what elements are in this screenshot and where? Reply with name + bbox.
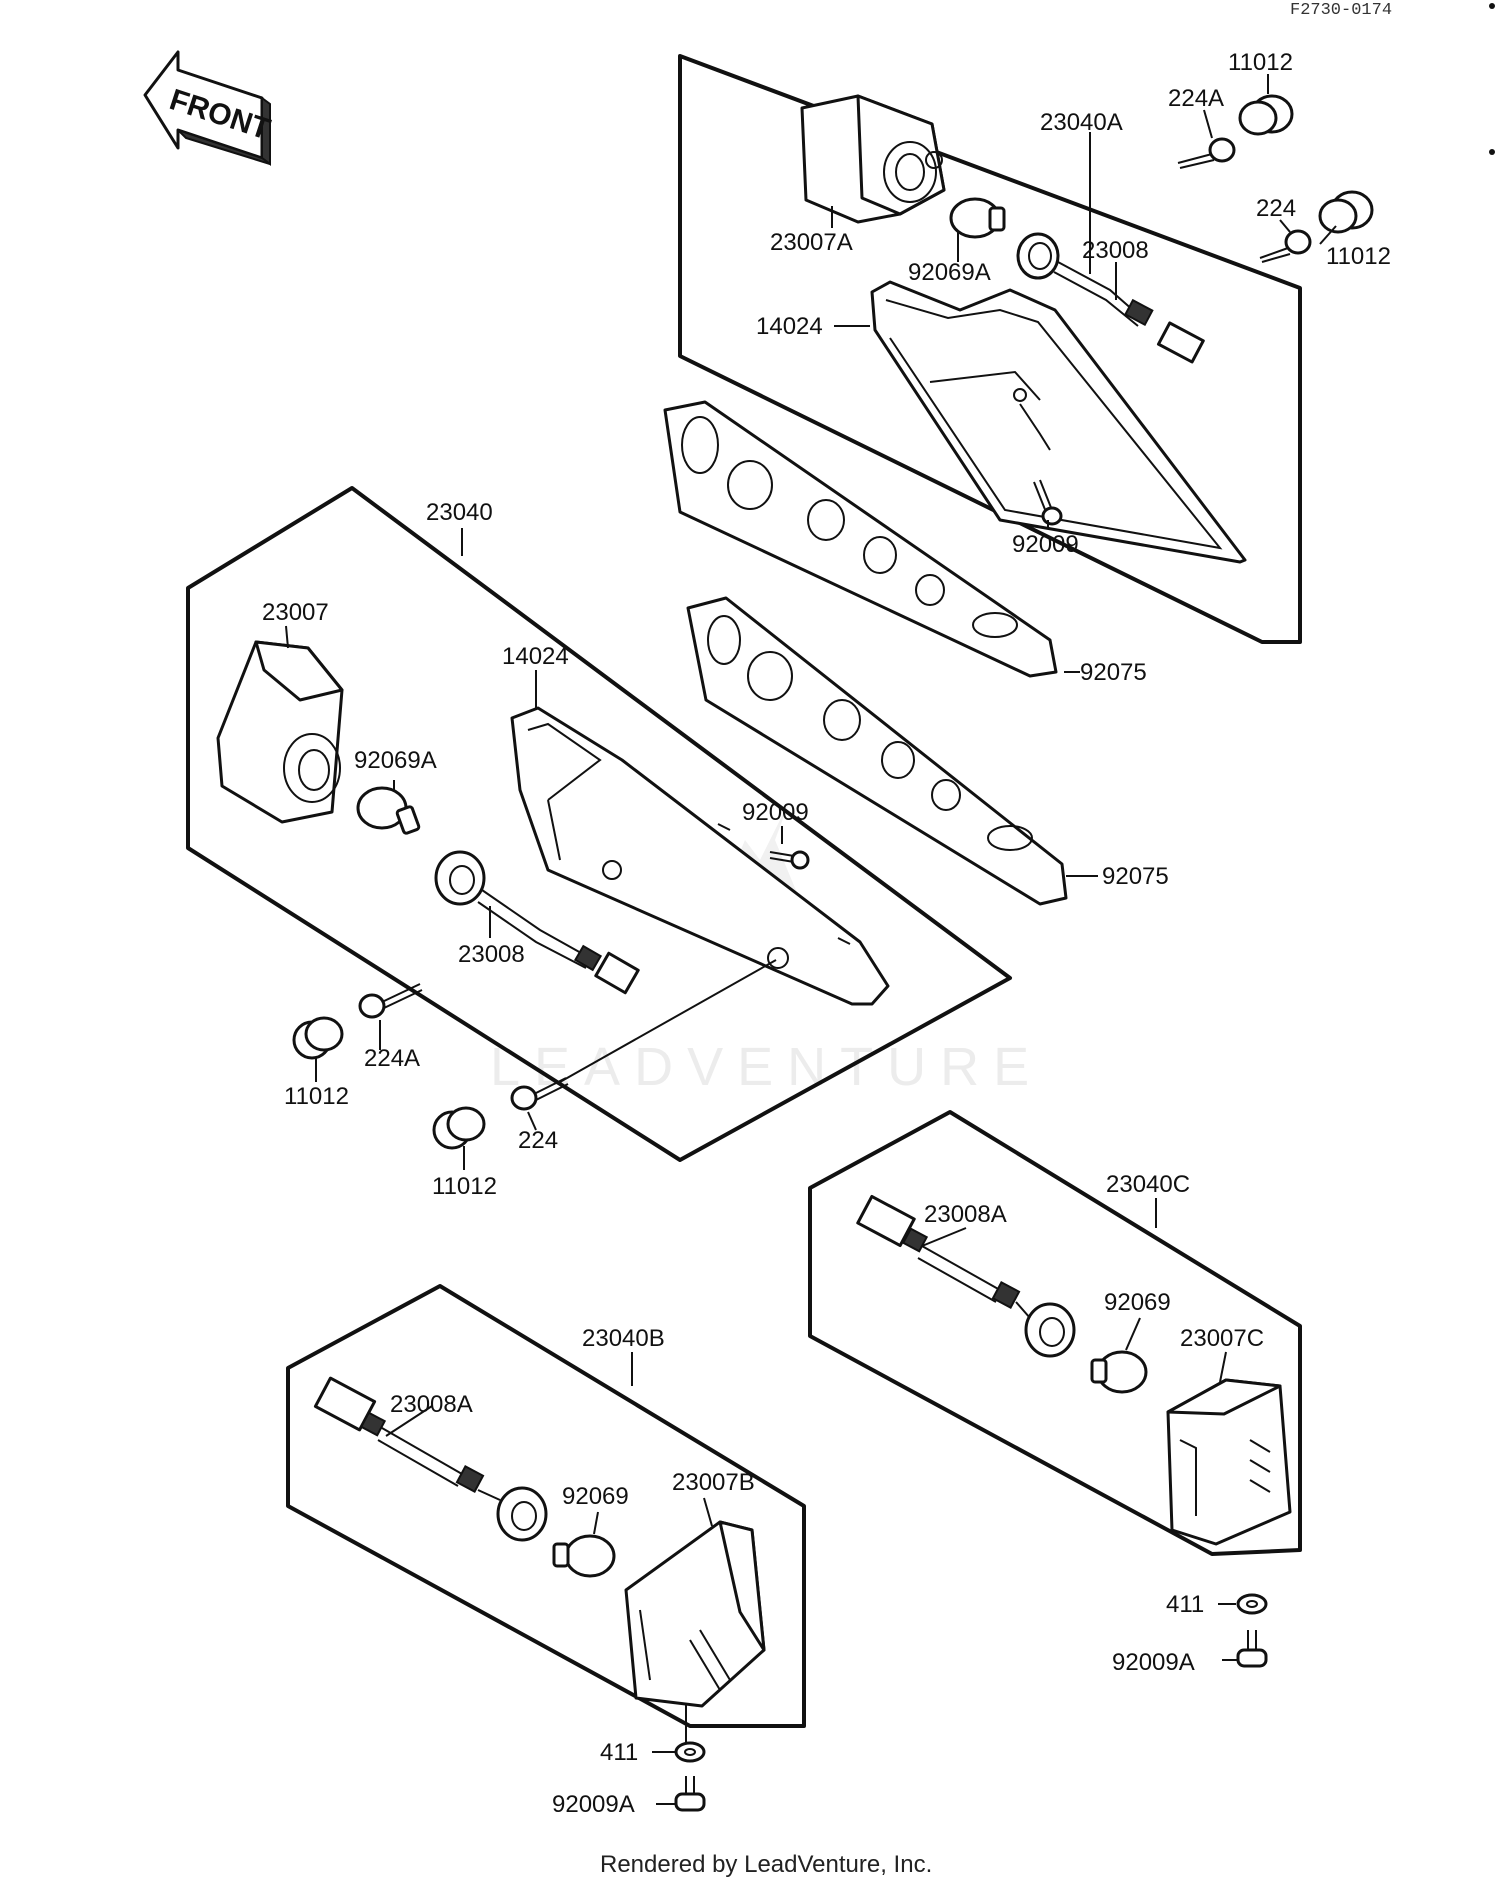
label-92009A: 92009A [552,1791,635,1818]
label-23040A: 23040A [1040,109,1123,136]
socket-23008-top [1016,232,1205,364]
assembly-box-23040 [186,486,1012,1162]
label-23040C: 23040C [1106,1171,1190,1198]
screw-224A-middle [358,983,423,1019]
label-23040B: 23040B [582,1325,665,1352]
washer-411-right [1236,1593,1268,1615]
socket-23008A-left [477,1486,548,1542]
screw-224-top [1259,229,1312,263]
bulb-92069-left [552,1534,616,1578]
margin-dot [1489,149,1495,155]
label-92075: 92075 [1080,659,1147,686]
label-23008: 23008 [1082,237,1149,264]
housing-23007B [624,1520,766,1708]
label-23007A: 23007A [770,229,853,256]
screw-224-middle [510,1077,569,1111]
label-11012: 11012 [284,1083,349,1110]
screw-92009-top [1033,479,1063,526]
label-224A: 224A [1168,85,1224,112]
assembly-box-23040B [286,1284,806,1728]
lens-14024-top [870,280,1247,564]
label-92069A: 92069A [354,747,437,774]
bulb-92069A-middle [356,786,421,835]
label-411: 411 [600,1739,638,1766]
cap-11012-top-b [1318,190,1374,234]
assembly-box-23040C [808,1110,1302,1556]
label-14024: 14024 [502,643,569,670]
part-labels: 11012 224A 23040A 224 11012 23007A 92069… [262,49,1391,1818]
label-92069A: 92069A [908,259,991,286]
watermark-text: LEADVENTURE [490,1037,1043,1097]
margin-dot [1489,3,1495,9]
label-14024: 14024 [756,313,823,340]
label-411: 411 [1166,1591,1204,1618]
housing-23007C [1166,1378,1292,1546]
label-224: 224 [518,1127,558,1154]
housing-23007A [800,94,946,224]
cap-11012-middle-b [432,1106,486,1150]
connector-23008A-right [856,1194,1021,1309]
label-92009: 92009 [1012,531,1079,558]
cap-11012-middle-a [292,1016,344,1060]
socket-23008A-right [1015,1301,1076,1358]
label-92009: 92009 [742,799,809,826]
label-11012: 11012 [432,1173,497,1200]
label-11012: 11012 [1326,243,1391,270]
gasket-92075-top [663,400,1058,678]
label-23008A: 23008A [390,1391,473,1418]
assembly-box-23040A [678,54,1302,644]
footer-credit: Rendered by LeadVenture, Inc. [600,1851,932,1878]
screw-92009A-right [1236,1630,1268,1668]
screw-92009-middle [769,850,810,870]
reference-code: F2730-0174 [1290,1,1392,20]
leader-lines [285,74,1337,1805]
label-11012: 11012 [1228,49,1293,76]
label-23008A: 23008A [924,1201,1007,1228]
connector-23008A-left [313,1376,485,1493]
label-23040: 23040 [426,499,493,526]
label-23007B: 23007B [672,1469,755,1496]
label-92075: 92075 [1102,863,1169,890]
label-224: 224 [1256,195,1296,222]
label-23008: 23008 [458,941,525,968]
gasket-92075-middle [686,596,1068,906]
label-23007C: 23007C [1180,1325,1264,1352]
mount-line [559,959,777,1083]
label-92069: 92069 [1104,1289,1171,1316]
front-arrow-icon: FRONT [143,50,274,166]
cap-11012-top-a [1238,94,1294,136]
label-224A: 224A [364,1045,420,1072]
socket-23008-middle [434,850,640,995]
label-92009A: 92009A [1112,1649,1195,1676]
housing-23007 [216,640,344,824]
bulb-92069A-top [949,197,1006,239]
screw-224A-top [1177,137,1236,169]
label-92069: 92069 [562,1483,629,1510]
label-23007: 23007 [262,599,329,626]
bulb-92069-right [1090,1350,1148,1394]
washer-411-left [674,1741,706,1763]
screw-92009A-left [674,1776,706,1812]
lens-14024-middle [510,706,890,1006]
